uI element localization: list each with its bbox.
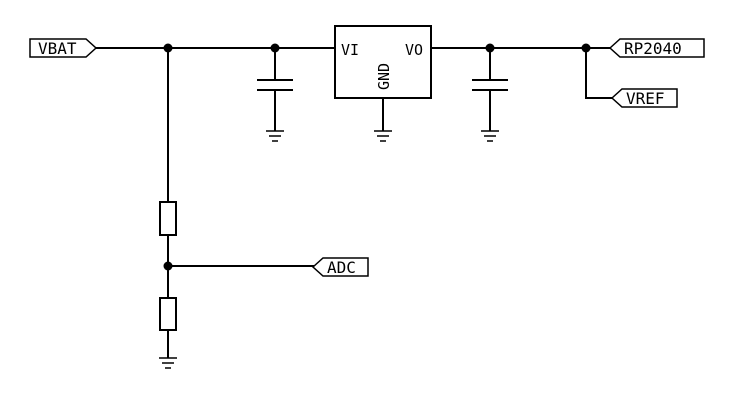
divider-resistor-bottom (159, 297, 177, 331)
ground-symbol (374, 130, 392, 142)
regulator-pin-vi: VI (341, 41, 359, 59)
wire-vref-branch (585, 47, 613, 99)
net-label-adc-outline (311, 257, 369, 277)
net-label-vref-outline (610, 88, 678, 108)
net-label-vbat: VBAT (29, 38, 98, 58)
voltage-regulator: VI VO GND (334, 25, 432, 131)
net-label-vbat-outline (29, 38, 98, 58)
ground-icon (481, 130, 499, 142)
junction-dot (163, 261, 173, 271)
net-label-rp2040: RP2040 (608, 38, 705, 58)
net-label-adc-text: ADC (327, 258, 356, 277)
regulator-pin-gnd: GND (375, 63, 393, 90)
junction-dot (581, 43, 591, 53)
net-label-rp2040-text: RP2040 (624, 39, 682, 58)
ground-icon (374, 130, 392, 142)
input-capacitor (257, 47, 293, 131)
ground-symbol (159, 357, 177, 369)
net-label-rp2040-outline (608, 38, 705, 58)
regulator-pin-vo: VO (405, 41, 423, 59)
junction-dot (163, 43, 173, 53)
ground-icon (266, 130, 284, 142)
output-capacitor (472, 47, 508, 131)
ground-icon (159, 357, 177, 369)
net-label-vbat-text: VBAT (38, 39, 77, 58)
net-label-vref: VREF (610, 88, 678, 108)
divider-resistor-top (159, 201, 177, 236)
ground-symbol (266, 130, 284, 142)
net-label-adc: ADC (311, 257, 369, 277)
net-label-vref-text: VREF (626, 89, 665, 108)
ground-symbol (481, 130, 499, 142)
